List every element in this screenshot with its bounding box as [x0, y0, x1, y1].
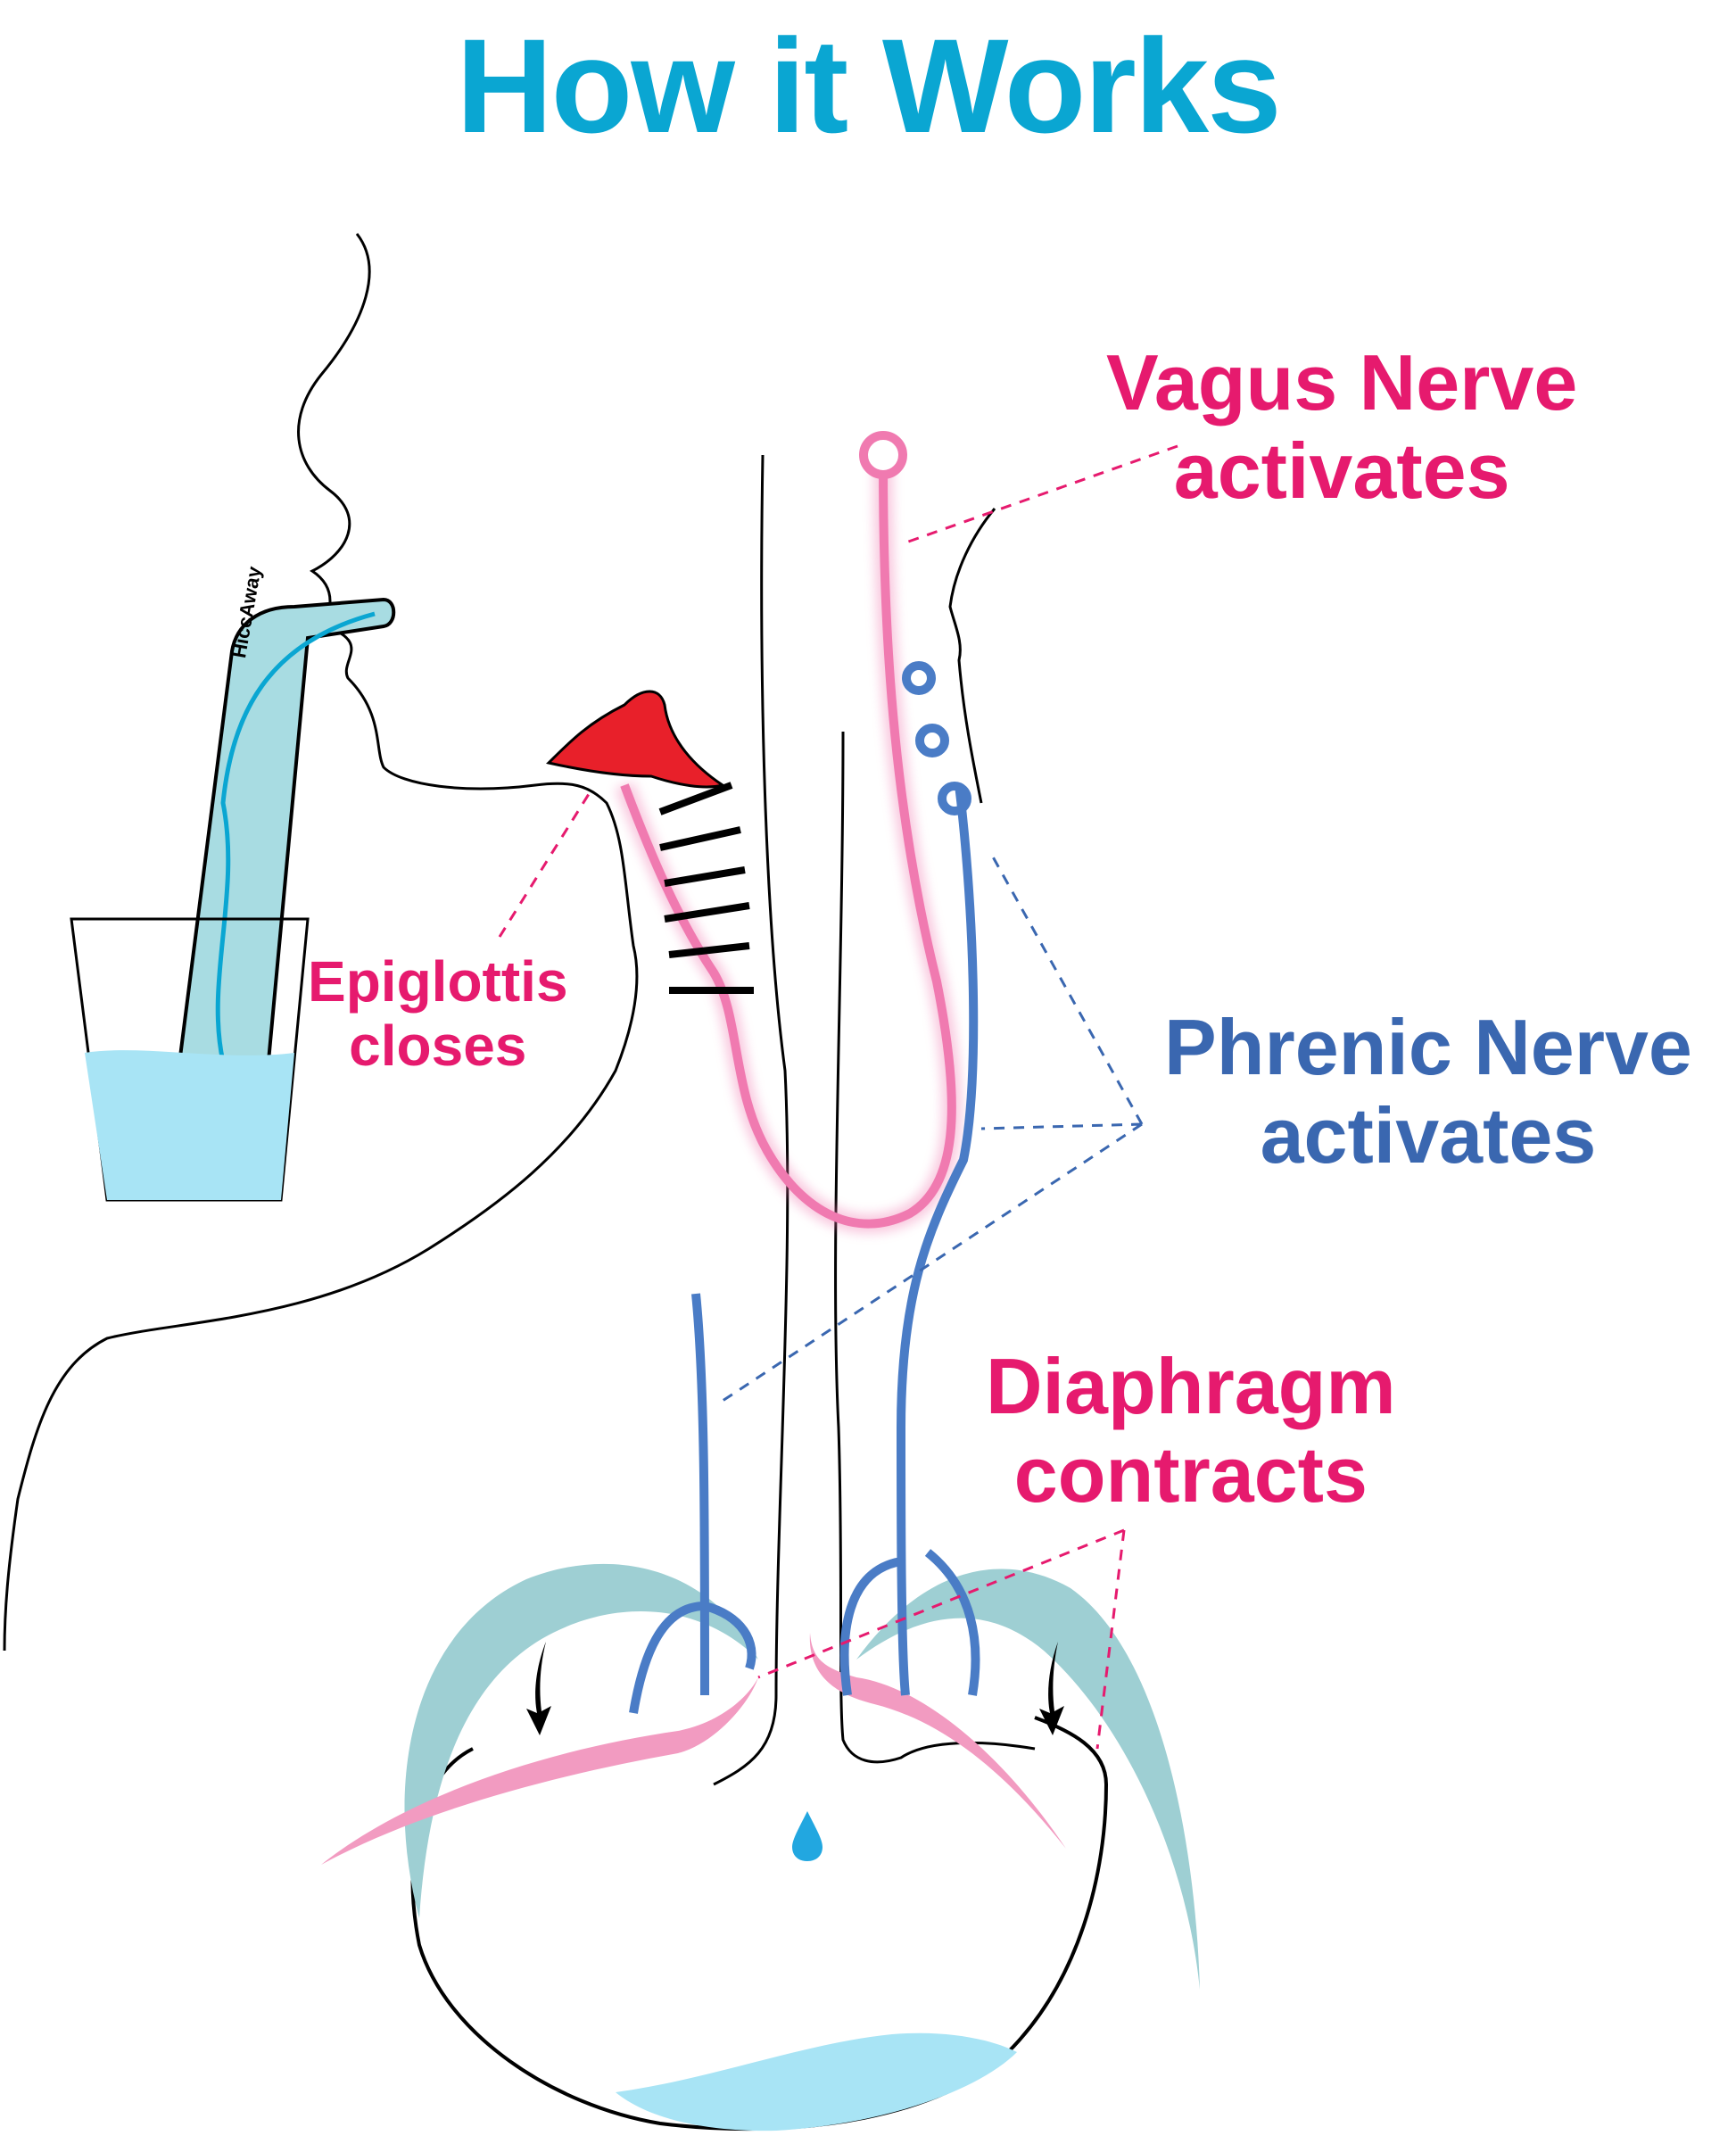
phrenic-label-line2: activates	[1260, 1090, 1597, 1180]
straw	[176, 597, 396, 1072]
vagus-label: Vagus Nerve activates	[1106, 338, 1578, 515]
phrenic-node	[915, 724, 949, 757]
trachea-rings	[658, 782, 754, 994]
epiglottis-pointer	[498, 793, 591, 938]
vagus-label-line1: Vagus Nerve	[1106, 338, 1578, 426]
epiglottis-label-line1: Epiglottis	[308, 949, 568, 1014]
vagus-label-line2: activates	[1173, 426, 1510, 515]
vagus-nerve	[615, 431, 962, 1234]
epiglottis-label: Epiglottis closes	[308, 949, 568, 1078]
down-arrow-icon	[1039, 1642, 1064, 1735]
neck-back	[948, 508, 996, 804]
phrenic-node	[938, 782, 971, 815]
diaphragm-label: Diaphragm contracts	[986, 1342, 1396, 1519]
phrenic-label: Phrenic Nerve activates	[1164, 1003, 1692, 1180]
esophagus-right	[834, 731, 1036, 1764]
epiglottis	[546, 690, 726, 789]
ribs-right	[856, 1569, 1200, 1990]
diaphragm-left	[321, 1677, 758, 1865]
diaphragm-label-line2: contracts	[1013, 1429, 1368, 1519]
esophagus	[713, 454, 789, 1786]
diaphragm-label-line1: Diaphragm	[986, 1342, 1396, 1430]
title: How it Works	[456, 11, 1281, 161]
phrenic-nerve	[629, 661, 980, 1714]
diaphragm-right	[809, 1633, 1066, 1849]
face-profile	[3, 233, 639, 1651]
diaphragm-pointer	[757, 1528, 1126, 1750]
phrenic-label-line1: Phrenic Nerve	[1164, 1003, 1692, 1091]
phrenic-node	[902, 661, 936, 695]
vagus-pointer	[900, 444, 1178, 546]
ribs-left	[404, 1563, 758, 1918]
stomach-water	[616, 2032, 1017, 2132]
phrenic-pointer	[722, 851, 1144, 1403]
vagus-node	[859, 431, 907, 479]
glass	[70, 917, 310, 1202]
water-drop-icon	[792, 1811, 823, 1861]
epiglottis-label-line2: closes	[349, 1013, 527, 1078]
down-arrow-icon	[526, 1642, 551, 1735]
